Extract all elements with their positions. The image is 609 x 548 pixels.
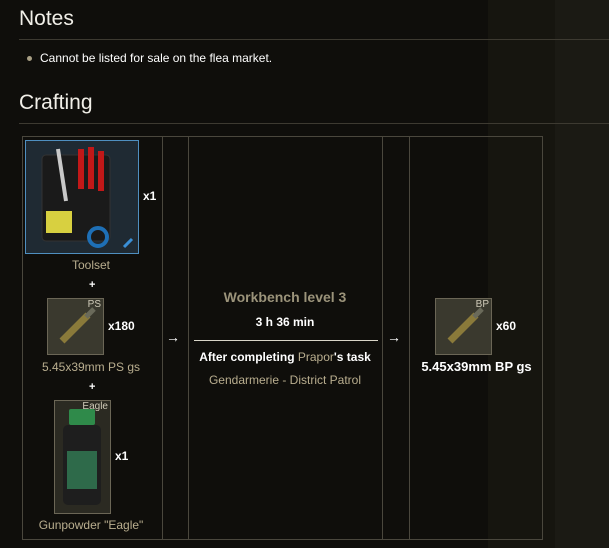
- arrow-right-icon: →: [166, 329, 180, 345]
- toolset-link[interactable]: Toolset: [71, 258, 111, 272]
- toolset-item[interactable]: [25, 140, 139, 254]
- toolset-count: x1: [143, 189, 157, 203]
- gunpowder-link[interactable]: Gunpowder "Eagle": [38, 518, 144, 532]
- bp-tag: BP: [475, 299, 489, 310]
- bp-ammo-item[interactable]: BP: [435, 298, 492, 355]
- note-text: Cannot be listed for sale on the flea ma…: [40, 51, 273, 65]
- ps-tag: PS: [87, 299, 101, 310]
- craft-time: 3 h 36 min: [255, 315, 315, 329]
- column-divider: [409, 136, 410, 540]
- divider: [19, 123, 609, 124]
- crafting-heading: Crafting: [19, 91, 93, 114]
- quest-link[interactable]: Gendarmerie - District Patrol: [208, 373, 362, 387]
- plus-sign: +: [89, 279, 96, 291]
- bp-ammo-count: x60: [496, 319, 517, 333]
- divider: [19, 39, 609, 40]
- column-divider: [162, 136, 163, 540]
- ps-ammo-item[interactable]: PS: [47, 298, 104, 355]
- note-item: Cannot be listed for sale on the flea ma…: [27, 51, 272, 65]
- trader-link[interactable]: Prapor: [297, 350, 334, 364]
- column-divider: [382, 136, 383, 540]
- ammo-icon: [436, 299, 491, 354]
- crafting-recipe-table: [22, 136, 543, 540]
- gunpowder-icon: [55, 401, 110, 513]
- background-panel: [555, 0, 609, 548]
- gunpowder-count: x1: [115, 449, 129, 463]
- ps-ammo-count: x180: [108, 319, 135, 333]
- bullet-icon: [27, 55, 32, 61]
- eagle-tag: Eagle: [82, 401, 108, 412]
- notes-heading: Notes: [19, 7, 74, 30]
- toolset-icon: [41, 147, 134, 249]
- divider: [194, 340, 378, 341]
- gunpowder-item[interactable]: Eagle: [54, 400, 111, 514]
- column-divider: [188, 136, 189, 540]
- arrow-right-icon: →: [387, 329, 401, 345]
- workbench-link[interactable]: Workbench level 3: [223, 289, 347, 305]
- bp-ammo-link[interactable]: 5.45x39mm BP gs: [421, 359, 532, 374]
- requirement-suffix: 's task: [333, 350, 371, 364]
- ammo-icon: [48, 299, 103, 354]
- plus-sign: +: [89, 381, 96, 393]
- requirement-prefix: After completing: [199, 350, 298, 364]
- requirement-text: After completing Prapor's task: [188, 350, 382, 364]
- ps-ammo-link[interactable]: 5.45x39mm PS gs: [41, 360, 141, 374]
